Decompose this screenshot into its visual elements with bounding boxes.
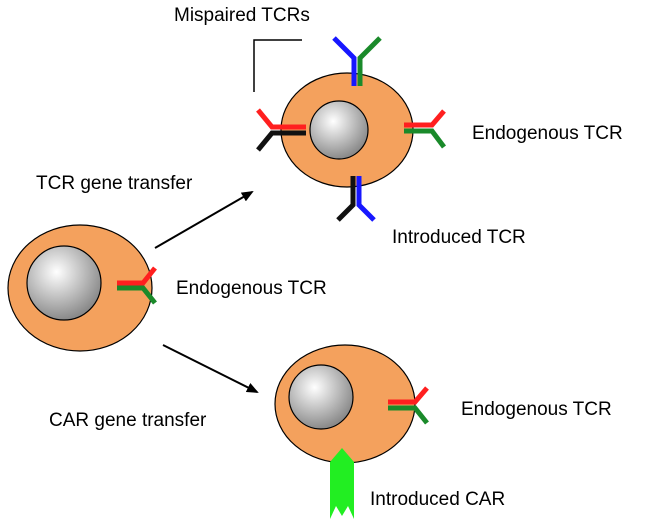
label-introduced-car: Introduced CAR: [370, 489, 505, 510]
cell-original: [7, 224, 153, 352]
receptor-introduced-tcr: [336, 176, 376, 222]
label-car-gene-transfer: CAR gene transfer: [49, 410, 207, 431]
label-endogenous-tcr-left: Endogenous TCR: [176, 278, 327, 299]
label-mispaired-tcrs: Mispaired TCRs: [174, 5, 310, 26]
receptor-mispaired-left: [256, 108, 306, 152]
tcr-blue-chain: [332, 36, 357, 86]
tcr-black-chain: [256, 130, 306, 152]
label-introduced-tcr: Introduced TCR: [392, 227, 526, 248]
tcr-beta-chain: [388, 405, 429, 425]
label-endogenous-tcr-top: Endogenous TCR: [472, 123, 623, 144]
tcr-red-chain: [256, 108, 306, 130]
cell-tcr-transfer: [280, 72, 414, 188]
mispaired-bracket: [253, 39, 302, 92]
receptor-endogenous-original: [117, 266, 157, 305]
receptor-endogenous-bottom: [388, 386, 429, 425]
tcr-beta-chain: [117, 285, 157, 305]
receptor-mispaired-top: [332, 36, 382, 86]
tcr-beta-chain: [404, 128, 446, 149]
tcr-black-chain: [336, 176, 356, 222]
tcr-alpha-chain: [117, 266, 157, 286]
arrow-car-transfer: [162, 344, 259, 393]
tcr-alpha-chain: [404, 109, 446, 128]
label-endogenous-tcr-bottom: Endogenous TCR: [461, 399, 612, 420]
cell-original-nucleus: [26, 245, 102, 321]
cell-tcr-transfer-nucleus: [309, 100, 369, 160]
label-tcr-gene-transfer: TCR gene transfer: [36, 173, 193, 194]
arrow-tcr-transfer: [154, 191, 254, 249]
receptor-endogenous-top: [404, 109, 446, 149]
cell-car-transfer-nucleus: [288, 364, 354, 430]
tcr-blue-chain: [356, 176, 376, 222]
introduced-car-shape: [330, 448, 354, 519]
tcr-alpha-chain: [388, 386, 429, 405]
tcr-green-chain: [357, 36, 382, 86]
